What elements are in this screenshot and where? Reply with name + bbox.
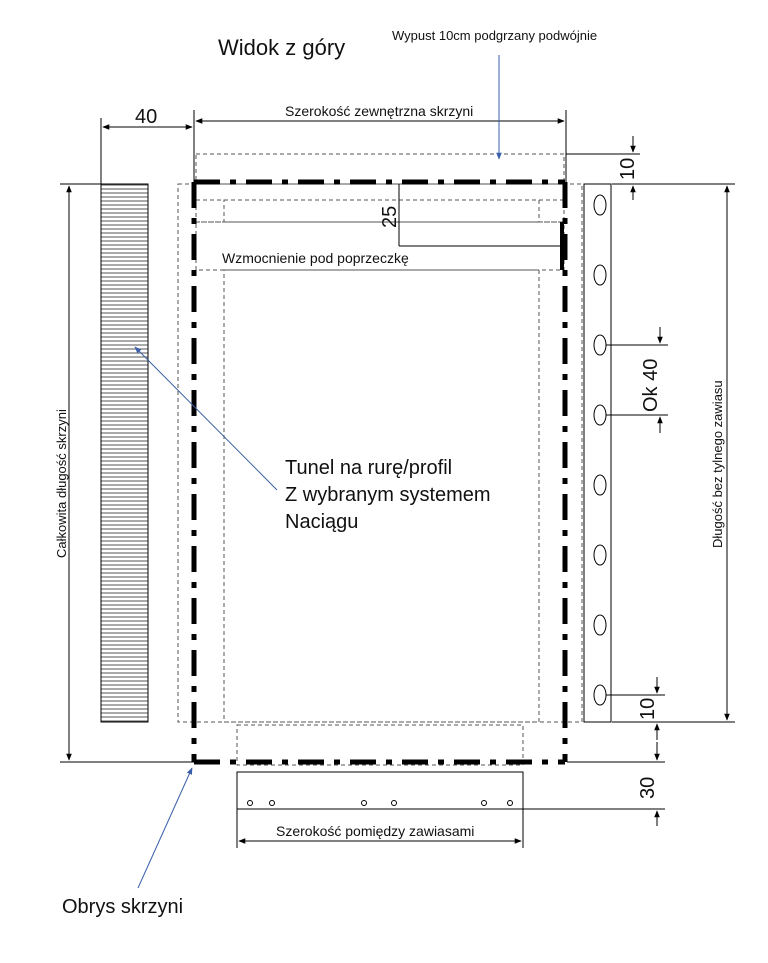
- reinforcement-offset-label: 25: [379, 206, 401, 228]
- outlet-depth-label: 10: [617, 158, 639, 180]
- tunnel-pointer: [134, 346, 278, 491]
- diagram-title: Widok z góry: [218, 35, 345, 60]
- box-outline-pointer: [137, 767, 193, 889]
- box-outline-label: Obrys skrzyni: [62, 896, 183, 918]
- bottom-offset-label: 10: [637, 698, 659, 720]
- tunnel-label-line2: Z wybranym systemem: [285, 484, 491, 506]
- outlet-note-label: Wypust 10cm podgrzany podwójnie: [392, 28, 597, 43]
- eyelet-spacing-label: Ok 40: [640, 359, 662, 412]
- eyelets: [593, 194, 607, 706]
- hinge-strip: [236, 724, 524, 766]
- hinge-plate: [236, 771, 524, 810]
- hinge-depth-label: 30: [637, 777, 659, 799]
- tunnel-strip: [100, 183, 149, 723]
- hinge-holes: [247, 800, 513, 806]
- length-no-hinge-label: Długość bez tylnego zawiasu: [710, 380, 725, 548]
- eyelet-strip: [583, 183, 612, 723]
- outlet-strip: [195, 153, 565, 185]
- reinforcement-label: Wzmocnienie pod poprzeczkę: [222, 250, 409, 266]
- tunnel-label-line1: Tunel na rurę/profil: [285, 457, 452, 479]
- hinge-width-label: Szerokość pomiędzy zawiasami: [276, 823, 474, 839]
- tunnel-label-line3: Naciągu: [285, 511, 358, 533]
- total-length-label: Całkowita długość skrzyni: [54, 409, 69, 558]
- upper-band-inner: [223, 199, 540, 223]
- outer-width-label: Szerokość zewnętrzna skrzyni: [285, 103, 473, 119]
- dimension-40-label: 40: [135, 106, 157, 128]
